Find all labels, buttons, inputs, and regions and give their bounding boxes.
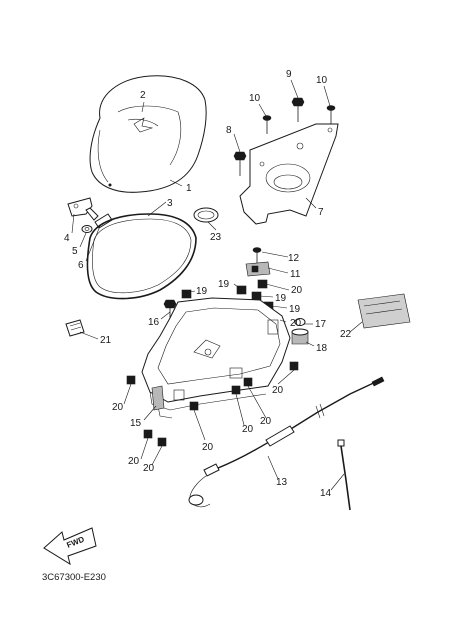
label-part-14: 14 — [320, 488, 332, 499]
label-part-12: 12 — [288, 253, 300, 264]
label-part-20b: 20 — [272, 385, 284, 396]
label-part-10a: 10 — [249, 93, 261, 104]
label-part-20c: 20 — [112, 402, 124, 413]
seat-hinge[interactable] — [67, 197, 99, 221]
label-part-20h: 20 — [260, 416, 272, 427]
caution-label-round[interactable] — [193, 207, 219, 223]
label-part-15: 15 — [130, 418, 142, 429]
label-part-9: 9 — [286, 69, 292, 80]
clip-nut-20h[interactable] — [289, 361, 299, 371]
screw-10b[interactable] — [326, 105, 336, 125]
clip-nut-19a[interactable] — [236, 285, 247, 295]
label-part-20e: 20 — [143, 463, 155, 474]
label-part-10b: 10 — [316, 75, 328, 86]
lock-clip[interactable] — [245, 261, 271, 277]
seat[interactable] — [89, 75, 207, 193]
label-part-3: 3 — [167, 198, 173, 209]
label-part-20g: 20 — [242, 424, 254, 435]
label-part-19b: 19 — [275, 293, 287, 304]
label-part-8: 8 — [226, 125, 232, 136]
hinge-nut[interactable] — [81, 225, 93, 233]
seat-lock-cable[interactable] — [188, 376, 385, 508]
luggage-box[interactable] — [141, 297, 291, 419]
label-part-22: 22 — [340, 329, 352, 340]
label-part-16: 16 — [148, 317, 160, 328]
fwd-arrow-icon: FWD — [43, 527, 97, 566]
bolt-9[interactable] — [291, 97, 305, 122]
clip-nut-19b[interactable] — [251, 291, 262, 301]
clip-nut-20f[interactable] — [231, 385, 241, 395]
clip-nut-20c[interactable] — [143, 429, 153, 439]
label-part-23: 23 — [210, 232, 222, 243]
label-part-4: 4 — [64, 233, 70, 244]
clip-nut-20d[interactable] — [157, 437, 167, 447]
clip-nut-20g[interactable] — [243, 377, 253, 387]
label-part-11: 11 — [290, 269, 301, 280]
damper-18[interactable] — [291, 328, 309, 345]
part-labels: 1 2 3 4 5 6 7 8 9 10 10 11 12 13 14 15 1… — [64, 69, 352, 499]
label-22[interactable] — [357, 293, 411, 329]
clip-nut-20e[interactable] — [189, 401, 199, 411]
label-part-19d: 19 — [196, 286, 208, 297]
clip-nut-19d[interactable] — [181, 289, 192, 299]
label-part-1: 1 — [186, 183, 192, 194]
screw-10a[interactable] — [262, 115, 272, 135]
clip-nut-20b[interactable] — [126, 375, 136, 385]
bolt-16[interactable] — [163, 299, 177, 318]
label-part-20a: 20 — [291, 285, 303, 296]
label-part-2: 2 — [140, 90, 146, 101]
damper-17[interactable] — [294, 318, 306, 326]
seat-emblem — [133, 117, 154, 133]
bolt-8[interactable] — [233, 151, 247, 176]
label-part-20i: 20 — [290, 318, 302, 329]
label-part-7: 7 — [318, 207, 324, 218]
drawing-code: 3C67300-E230 — [42, 572, 106, 583]
label-part-20d: 20 — [128, 456, 140, 467]
label-21[interactable] — [65, 319, 85, 337]
label-part-18: 18 — [316, 343, 328, 354]
cable-tie[interactable] — [337, 439, 351, 511]
label-part-19c: 19 — [289, 304, 301, 315]
leader-lines — [71, 79, 363, 491]
label-part-17: 17 — [315, 319, 327, 330]
label-part-20f: 20 — [202, 442, 214, 453]
screw-12[interactable] — [252, 247, 262, 265]
bracket-plate[interactable] — [239, 123, 339, 225]
label-part-6: 6 — [78, 260, 84, 271]
clip-nut-20a[interactable] — [257, 279, 268, 289]
label-part-5: 5 — [72, 246, 78, 257]
seat-seal[interactable] — [86, 213, 197, 300]
label-part-19a: 19 — [218, 279, 230, 290]
label-part-21: 21 — [100, 335, 112, 346]
label-part-13: 13 — [276, 477, 288, 488]
